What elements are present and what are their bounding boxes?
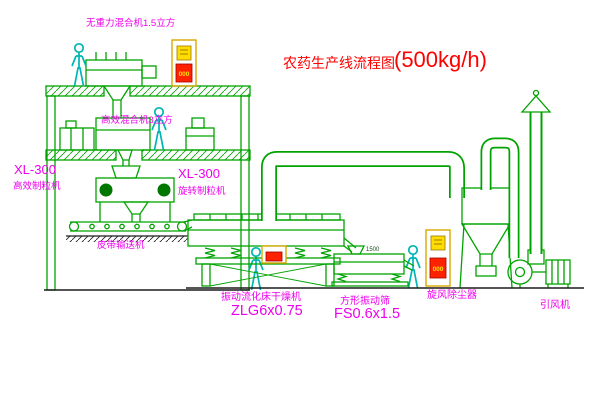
- dryer-control-box: [261, 245, 287, 264]
- second-floor-feeder: [59, 120, 95, 151]
- cyclone-separator: [459, 187, 513, 289]
- dryer-spring: [320, 247, 332, 259]
- screen-spring: [335, 273, 349, 283]
- top-mixer: [85, 52, 157, 118]
- second-floor-mixer: [95, 117, 151, 166]
- granulator-roller-right: [157, 183, 171, 197]
- cyclone-outlet-duct: [480, 137, 520, 258]
- label-granulator-mid-model: XL-300: [178, 166, 220, 181]
- dryer-spring: [230, 247, 242, 259]
- label-fan: 引风机: [540, 298, 570, 311]
- screen-spring: [389, 273, 403, 283]
- label-screen-model: FS0.6x1.5: [334, 306, 400, 322]
- rain-cap: [520, 95, 552, 113]
- control-cabinet-a: 000: [171, 39, 197, 87]
- cabinet-a-display: 000: [179, 71, 190, 78]
- label-granulator-left-model: XL-300: [14, 162, 56, 177]
- title-capacity: (500kg/h): [394, 47, 487, 72]
- label-dryer-name: 振动流化床干燥机: [221, 290, 301, 303]
- left-column: [46, 95, 56, 291]
- label-cyclone: 旋风除尘器: [427, 288, 477, 301]
- mixer-motor: [141, 65, 157, 79]
- second-floor-small-machine: [185, 117, 215, 151]
- label-screen-dim: 1500: [366, 247, 380, 253]
- equipment-labels: 无重力混合机1.5立方 高效混合机3立方 XL-300 高效制粒机 XL-300…: [13, 17, 570, 322]
- dryer-spring: [294, 247, 306, 259]
- label-granulator-left-name: 高效制粒机: [13, 180, 61, 192]
- label-granulator-mid-name: 旋转制粒机: [178, 185, 226, 197]
- exhaust-duct: [261, 151, 465, 221]
- worker-figure-1: [71, 42, 87, 87]
- cabinet-a-panel: [175, 63, 193, 83]
- exhaust-stack: [520, 89, 552, 254]
- drawing-title: 农药生产线流程图 (500kg/h): [283, 47, 487, 72]
- conveyor-ground-hatch: [66, 235, 188, 242]
- control-cabinet-b: 000: [425, 229, 451, 287]
- worker-figure-3: [248, 246, 264, 291]
- label-dryer-model: ZLG6x0.75: [231, 303, 303, 319]
- title-text: 农药生产线流程图: [283, 55, 395, 71]
- cabinet-b-display: 000: [433, 266, 444, 273]
- cabinet-b-panel: [429, 257, 447, 279]
- label-belt-conveyor: 皮带输送机: [97, 239, 145, 251]
- granulator-roller-left: [99, 183, 113, 197]
- dryer-spring: [204, 247, 216, 259]
- rotary-granulator: [95, 165, 175, 222]
- belt-conveyor: [68, 221, 188, 232]
- label-screen-name: 方形振动筛: [340, 294, 390, 307]
- vibrating-screen: [331, 237, 415, 287]
- label-second-mixer: 高效混合机3立方: [101, 114, 173, 126]
- label-top-mixer: 无重力混合机1.5立方: [86, 17, 175, 29]
- right-column: [240, 95, 250, 291]
